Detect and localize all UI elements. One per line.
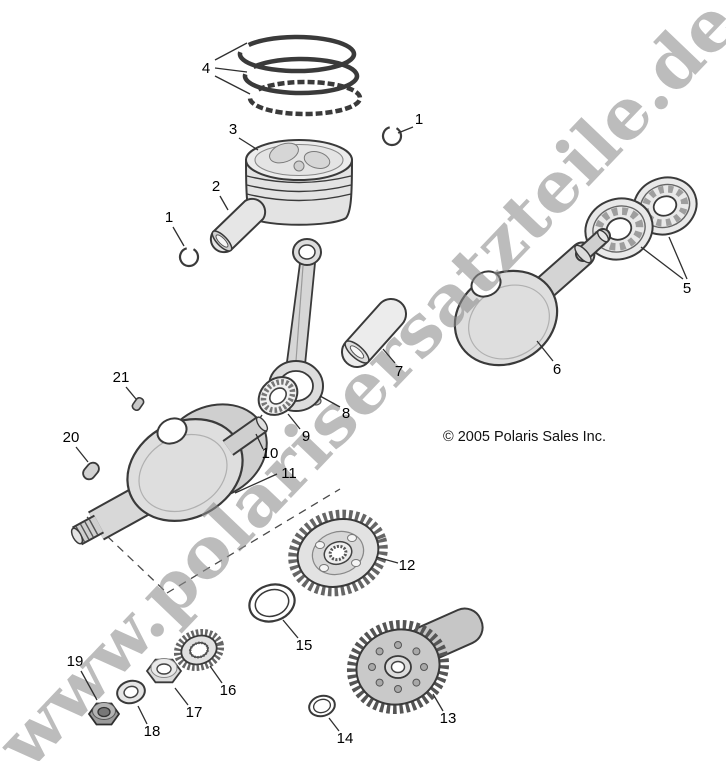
part-callout-13: 13 [440, 710, 457, 727]
part-callout-9: 9 [302, 428, 310, 445]
splined-washer [173, 628, 225, 672]
leader-line-1 [172, 226, 185, 247]
woodruff-key [82, 461, 100, 481]
piston [244, 139, 354, 226]
crank-pin [341, 297, 407, 369]
part-callout-7: 7 [395, 363, 403, 380]
leader-line-11 [234, 473, 278, 494]
part-callout-2: 2 [212, 178, 220, 195]
leader-line-1 [397, 126, 414, 134]
leader-line-5 [640, 246, 684, 280]
drive-gear [288, 509, 388, 597]
piston-ring-set [237, 34, 363, 117]
circlip-right [381, 126, 403, 147]
copyright-text: © 2005 Polaris Sales Inc. [443, 429, 606, 445]
spring-washer [248, 583, 296, 623]
leader-line-4 [214, 42, 248, 61]
part-callout-11: 11 [281, 465, 297, 482]
annotation-layer: © 2005 Polaris Sales Inc. 41321567891011… [63, 42, 691, 747]
part-callout-10: 10 [262, 445, 279, 462]
part-callout-21: 21 [113, 369, 130, 386]
parts-layer [70, 34, 698, 726]
part-callout-8: 8 [342, 405, 350, 422]
end-nut [87, 702, 121, 726]
part-callout-17: 17 [186, 704, 203, 721]
leader-line-18 [137, 705, 148, 725]
leader-line-21 [125, 386, 137, 400]
leader-line-3 [238, 137, 259, 151]
leader-line-10 [255, 433, 264, 450]
part-callout-5: 5 [683, 280, 691, 297]
leader-line-15 [282, 619, 299, 639]
part-callout-19: 19 [67, 653, 84, 670]
snap-ring [308, 694, 336, 718]
piston-pin [209, 197, 267, 254]
leader-line-20 [75, 446, 89, 463]
roll-pin [131, 396, 145, 412]
part-callout-16: 16 [220, 682, 237, 699]
leader-line-16 [209, 665, 223, 684]
part-callout-6: 6 [553, 361, 561, 378]
needle-bearing [257, 376, 299, 416]
leader-line-13 [432, 693, 444, 712]
part-callout-1: 1 [165, 209, 173, 226]
leader-line-17 [174, 687, 189, 706]
leader-line-5 [668, 236, 688, 280]
leader-line-2 [219, 195, 229, 211]
part-callout-4: 4 [202, 60, 210, 77]
washer [116, 679, 146, 705]
leader-line-4 [214, 67, 248, 73]
leader-line-4 [214, 75, 251, 95]
part-callout-18: 18 [144, 723, 161, 740]
part-callout-1: 1 [415, 111, 423, 128]
balance-shaft-gear [346, 607, 484, 715]
leader-line-9 [287, 413, 301, 430]
leader-line-19 [80, 670, 98, 701]
leader-line-7 [382, 348, 396, 364]
part-callout-12: 12 [399, 557, 416, 574]
leader-line-6 [536, 340, 554, 362]
leader-line-8 [319, 395, 341, 408]
part-callout-14: 14 [337, 730, 354, 747]
lock-nut [145, 658, 183, 684]
circlip-left [178, 247, 200, 268]
part-callout-15: 15 [296, 637, 313, 654]
crankshaft [70, 403, 269, 546]
leader-line-12 [375, 556, 399, 564]
part-callout-3: 3 [229, 121, 237, 138]
part-callout-20: 20 [63, 429, 80, 446]
crank-half-right [453, 228, 611, 367]
leader-line-14 [328, 717, 340, 732]
